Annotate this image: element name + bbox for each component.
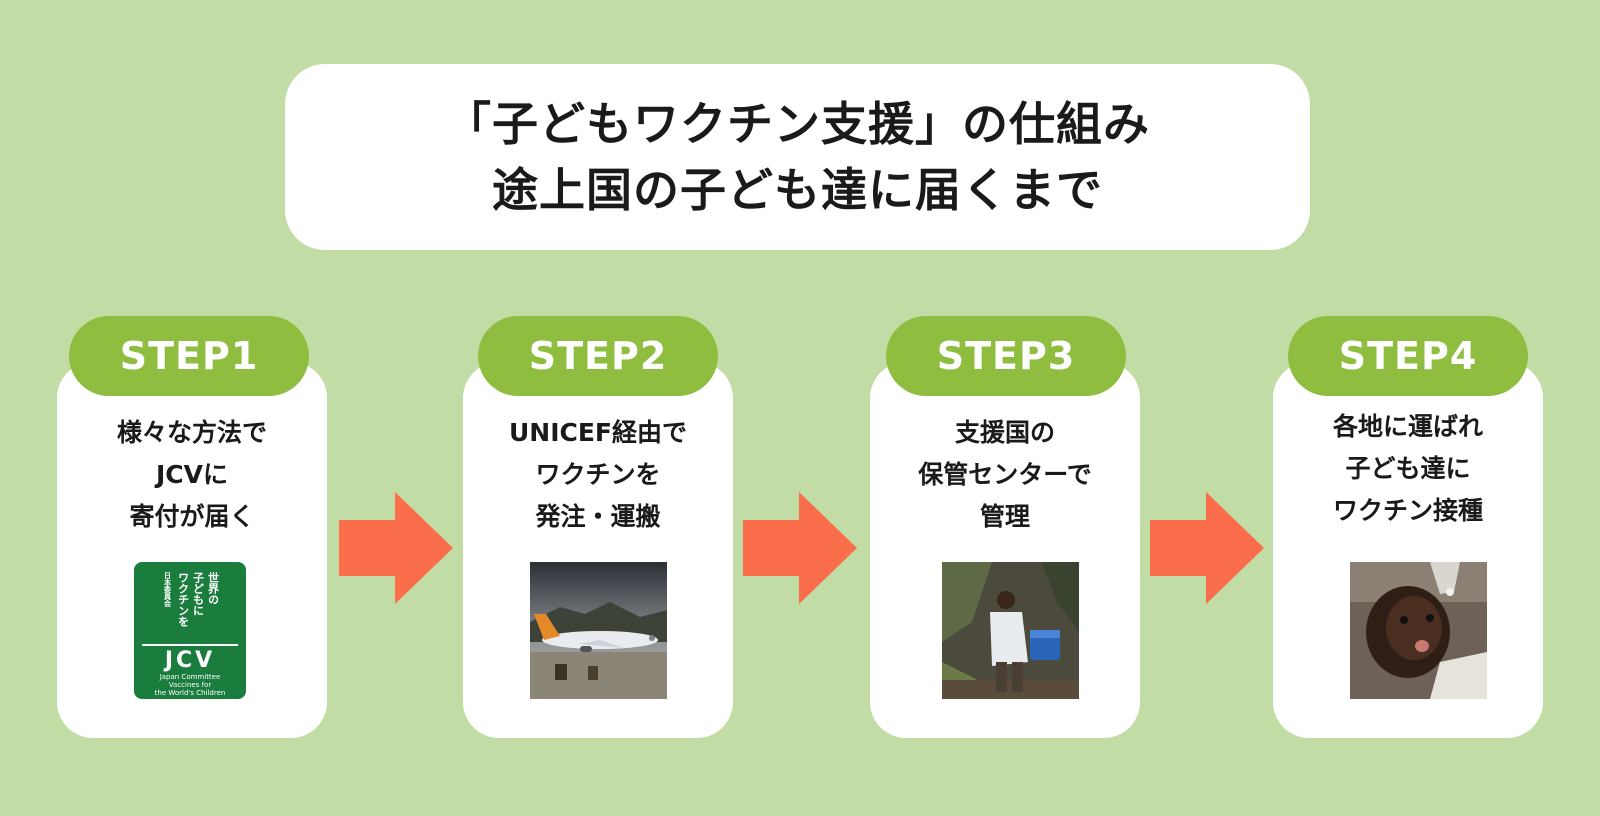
step3-line-2: 保管センターで	[918, 460, 1092, 489]
step1-line-3: 寄付が届く	[129, 502, 255, 531]
step3-card: 支援国の 保管センターで 管理	[870, 362, 1140, 738]
logo-en-line-1: Japan Committee	[159, 673, 221, 681]
logo-col-2: 子どもに	[191, 572, 205, 616]
step4-line-2: 子ども達に	[1345, 454, 1471, 483]
step3-line-3: 管理	[979, 502, 1030, 531]
logo-english-text: Japan Committee Vaccines for the World's…	[134, 673, 246, 697]
step2-pill: STEP2	[478, 316, 718, 396]
logo-japanese-text: 日本委員会 ワクチンを 子どもに 世界の	[144, 572, 236, 642]
step4-description: 各地に運ばれ 子ども達に ワクチン接種	[1273, 406, 1543, 532]
title-line-1: 「子どもワクチン支援」の仕組み	[445, 97, 1150, 151]
logo-divider	[142, 644, 238, 646]
logo-col-3: ワクチンを	[176, 572, 190, 627]
step1-card: 様々な方法で JCVに 寄付が届く 日本委員会 ワクチンを 子どもに 世界の J…	[57, 362, 327, 738]
step1-line-1: 様々な方法で	[116, 418, 267, 447]
step4-pill: STEP4	[1288, 316, 1528, 396]
logo-col-1: 世界の	[206, 572, 220, 605]
step1-description: 様々な方法で JCVに 寄付が届く	[57, 412, 327, 538]
step2-line-1: UNICEF経由で	[508, 418, 688, 447]
step2-line-3: 発注・運搬	[535, 502, 661, 531]
airplane-photo	[530, 562, 667, 699]
logo-small-text: 日本委員会	[163, 572, 172, 607]
title-line-2: 途上国の子ども達に届くまで	[492, 163, 1103, 217]
step2-card: UNICEF経由で ワクチンを 発注・運搬	[463, 362, 733, 738]
arrow-right-icon	[743, 492, 857, 604]
step4-line-3: ワクチン接種	[1332, 496, 1483, 525]
logo-acronym: JCV	[164, 648, 216, 673]
logo-en-line-2: Vaccines for	[168, 681, 212, 689]
logo-en-line-3: the World's Children	[154, 689, 226, 697]
arrow-right-icon	[339, 492, 453, 604]
step4-line-1: 各地に運ばれ	[1332, 412, 1483, 441]
step3-line-1: 支援国の	[954, 418, 1055, 447]
step4-card: 各地に運ばれ 子ども達に ワクチン接種	[1273, 362, 1543, 738]
arrow-right-icon	[1150, 492, 1264, 604]
title-box: 「子どもワクチン支援」の仕組み 途上国の子ども達に届くまで	[285, 64, 1310, 250]
step2-line-2: ワクチンを	[535, 460, 661, 489]
health-worker-photo	[942, 562, 1079, 699]
step1-pill: STEP1	[69, 316, 309, 396]
step2-description: UNICEF経由で ワクチンを 発注・運搬	[463, 412, 733, 538]
step3-description: 支援国の 保管センターで 管理	[870, 412, 1140, 538]
child-vaccination-photo	[1350, 562, 1487, 699]
step3-pill: STEP3	[886, 316, 1126, 396]
step1-line-2: JCVに	[156, 460, 228, 489]
jcv-logo: 日本委員会 ワクチンを 子どもに 世界の JCV Japan Committee…	[134, 562, 246, 699]
